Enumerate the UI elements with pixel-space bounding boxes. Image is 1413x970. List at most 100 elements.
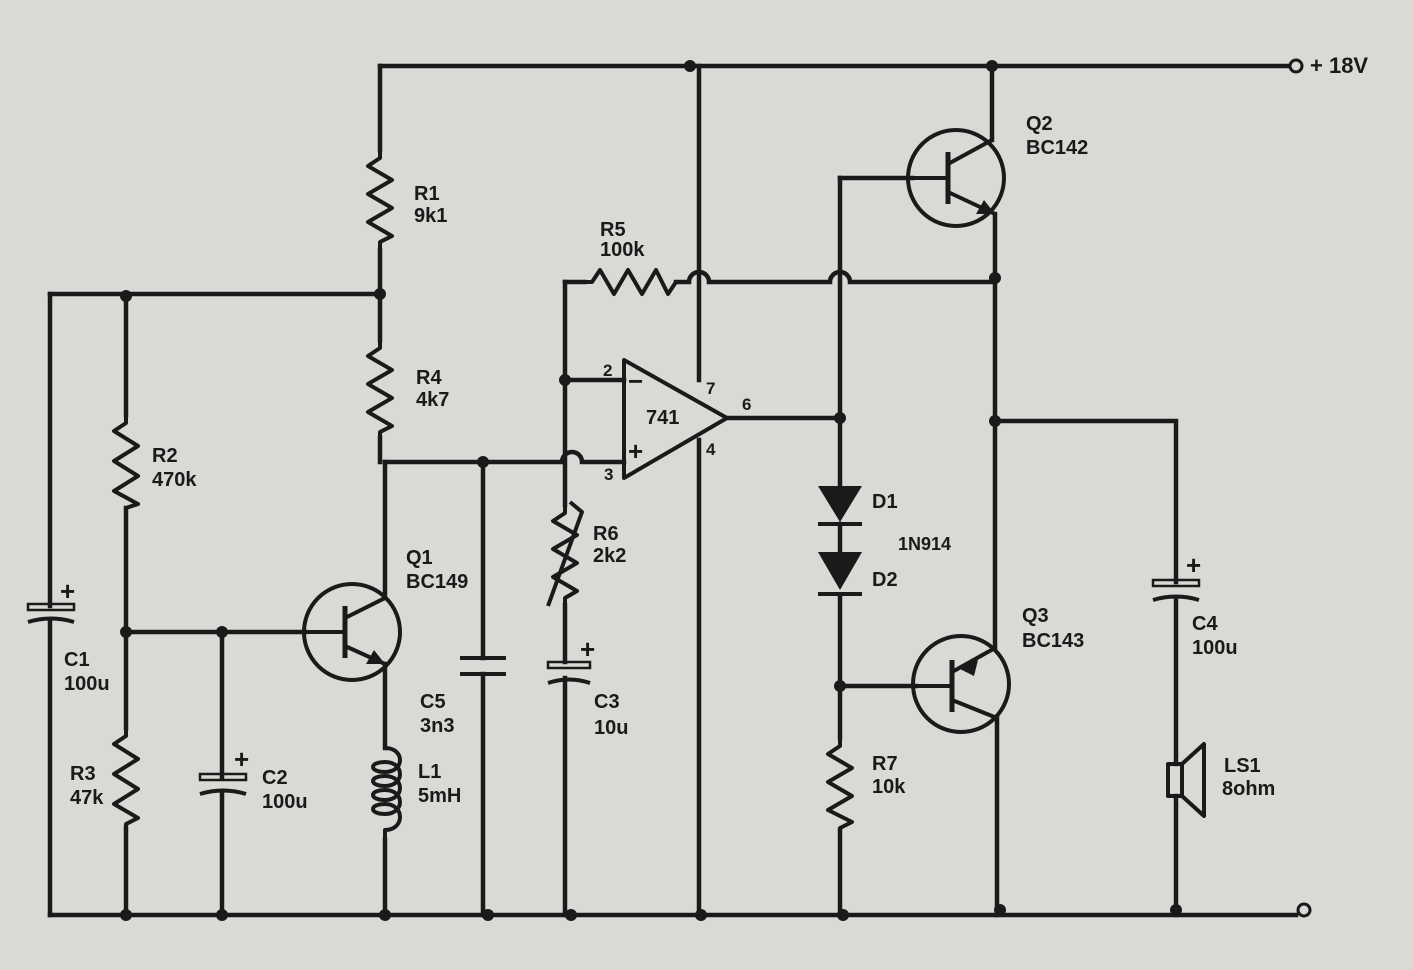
speaker-ls1: LS1 8ohm	[1166, 742, 1275, 818]
q1-ref: Q1	[406, 547, 433, 569]
junction-dot	[374, 288, 386, 300]
supply-label: + 18V	[1310, 53, 1368, 78]
q3-ref: Q3	[1022, 605, 1049, 627]
pin-3-label: 3	[604, 465, 613, 484]
junction-dot	[695, 909, 707, 921]
diode-type-label: 1N914	[898, 534, 951, 554]
opamp-type: 741	[646, 407, 679, 429]
junction-dot	[477, 456, 489, 468]
q1-emitter-arrow	[366, 650, 385, 664]
r1-value: 9k1	[414, 205, 447, 227]
junction-dot	[216, 909, 228, 921]
ground-terminal	[1296, 902, 1312, 918]
transistor-q3: Q3 BC143	[911, 605, 1084, 734]
r6-value: 2k2	[593, 545, 626, 567]
c4-ref: C4	[1192, 613, 1218, 635]
junction-dot	[684, 60, 696, 72]
resistor-r6: R6 2k2	[546, 500, 626, 607]
d1-ref: D1	[872, 491, 898, 513]
wires	[47, 63, 1299, 918]
transistor-q2: Q2 BC142	[906, 113, 1088, 228]
l1-value: 5mH	[418, 785, 461, 807]
q1-value: BC149	[406, 571, 468, 593]
wire-feedback-top	[562, 269, 998, 285]
junction-dot	[994, 904, 1006, 916]
opamp-inv-sign: −	[628, 366, 643, 396]
d2-ref: D2	[872, 569, 898, 591]
c3-value: 10u	[594, 717, 628, 739]
junction-dot	[834, 680, 846, 692]
c2-value: 100u	[262, 791, 308, 813]
l1-ref: L1	[418, 761, 441, 783]
c5-ref: C5	[420, 691, 446, 713]
c2-plus: +	[234, 744, 249, 774]
junction-dot	[989, 272, 1001, 284]
resistor-r7: R7 10k	[826, 738, 906, 830]
r6-ref: R6	[593, 523, 619, 545]
r3-value: 47k	[70, 787, 104, 809]
junction-dot	[837, 909, 849, 921]
capacitor-c2: + C2 100u	[198, 744, 308, 813]
q2-emitter-arrow	[976, 200, 995, 214]
ls1-ref: LS1	[1224, 755, 1261, 777]
junction-dot	[120, 290, 132, 302]
r3-ref: R3	[70, 763, 96, 785]
c3-plus: +	[580, 634, 595, 664]
resistor-r5: R5 100k	[584, 219, 678, 296]
c4-plus: +	[1186, 550, 1201, 580]
supply-terminal	[1288, 58, 1304, 74]
inductor-l1: L1 5mH	[371, 746, 461, 840]
q3-value: BC143	[1022, 630, 1084, 652]
pin-6-label: 6	[742, 395, 751, 414]
c1-value: 100u	[64, 673, 110, 695]
opamp-741: − + 741 2 3 6 7 4	[603, 358, 751, 484]
c3-ref: C3	[594, 691, 620, 713]
resistor-r2: R2 470k	[112, 415, 197, 510]
capacitor-c3: + C3 10u	[546, 634, 628, 739]
r4-value: 4k7	[416, 389, 449, 411]
opamp-noninv-sign: +	[628, 436, 643, 466]
junction-dot	[379, 909, 391, 921]
q2-ref: Q2	[1026, 113, 1053, 135]
q3-emitter-arrow	[958, 660, 978, 676]
wire-c4-top	[992, 418, 1179, 585]
r7-ref: R7	[872, 753, 898, 775]
resistor-r4: R4 4k7	[366, 340, 449, 438]
q2-value: BC142	[1026, 137, 1088, 159]
resistor-r3: R3 47k	[70, 728, 140, 828]
junction-dot	[834, 412, 846, 424]
junction-dot	[559, 374, 571, 386]
junction-dot	[120, 909, 132, 921]
diode-d1: D1	[818, 486, 898, 553]
r7-value: 10k	[872, 776, 906, 798]
junction-dot	[482, 909, 494, 921]
diode-d2: D2	[818, 552, 898, 596]
r2-ref: R2	[152, 445, 178, 467]
capacitor-c4: + C4 100u	[1151, 550, 1238, 659]
junction-dot	[565, 909, 577, 921]
r5-value: 100k	[600, 239, 645, 261]
junction-dot	[986, 60, 998, 72]
wire-noninv-input	[382, 449, 627, 465]
c4-value: 100u	[1192, 637, 1238, 659]
capacitor-c5: C5 3n3	[420, 656, 506, 737]
pin-2-label: 2	[603, 361, 612, 380]
r2-value: 470k	[152, 469, 197, 491]
junction-dot	[216, 626, 228, 638]
r4-ref: R4	[416, 367, 442, 389]
c5-value: 3n3	[420, 715, 454, 737]
c1-ref: C1	[64, 649, 90, 671]
junction-dot	[120, 626, 132, 638]
pin-7-label: 7	[706, 379, 715, 398]
terminals: + 18V	[1288, 53, 1368, 918]
pin-4-label: 4	[706, 440, 716, 459]
capacitor-c1: + C1 100u	[26, 576, 110, 695]
junction-dot	[989, 415, 1001, 427]
c1-plus: +	[60, 576, 75, 606]
junctions	[120, 60, 1182, 921]
r5-ref: R5	[600, 219, 626, 241]
transistor-q1: Q1 BC149	[302, 547, 468, 682]
r1-ref: R1	[414, 183, 440, 205]
resistor-r1: R1 9k1	[366, 150, 447, 250]
